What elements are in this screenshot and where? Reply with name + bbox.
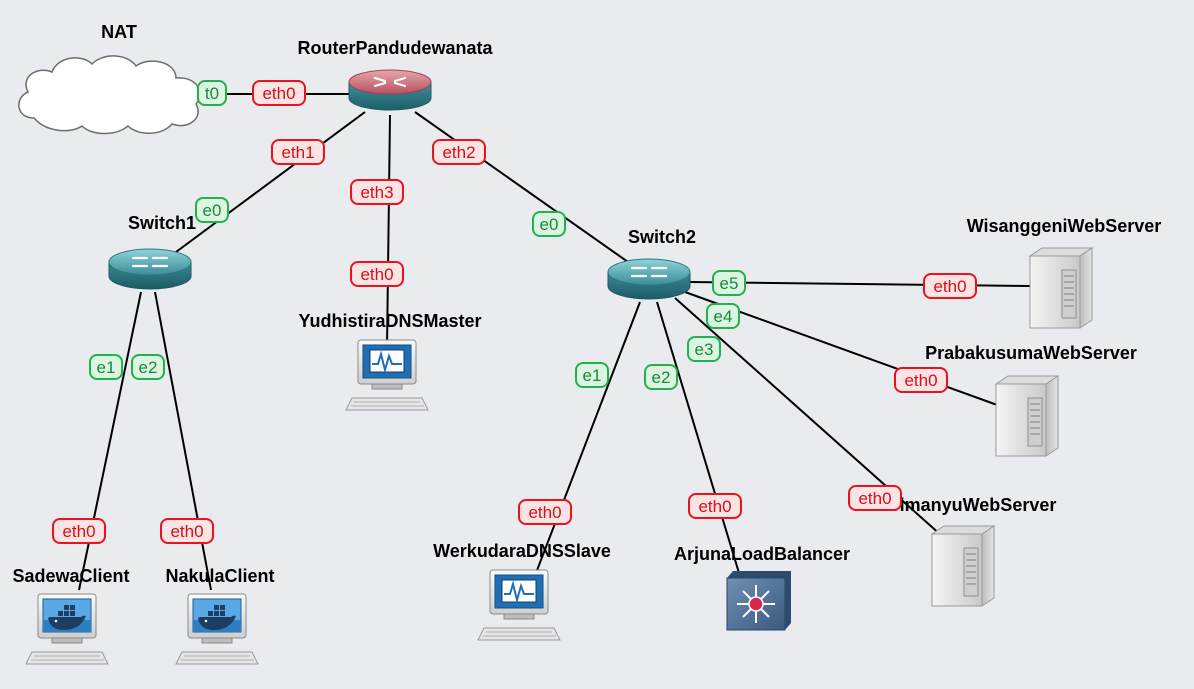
port-text: e4 <box>714 307 733 326</box>
load-balancer-icon <box>726 571 791 631</box>
port-label-router-eth2: eth2 <box>432 139 486 165</box>
port-label-switch2-e5: e5 <box>712 270 746 296</box>
node-werkudara[interactable]: WerkudaraDNSSlave <box>433 541 611 641</box>
server-icon <box>931 525 995 607</box>
port-text: t0 <box>205 84 219 103</box>
link-router-switch1 <box>175 111 366 253</box>
node-label-prabakusuma: PrabakusumaWebServer <box>925 343 1137 363</box>
port-label-router-eth1: eth1 <box>271 139 325 165</box>
link-router-switch2 <box>414 111 629 263</box>
node-abimanyu[interactable]: AbimanyuWebServer <box>876 495 1057 607</box>
link-switch1-nakula <box>154 291 212 591</box>
port-label-abimanyu-eth0: eth0 <box>848 485 902 511</box>
node-label-switch1: Switch1 <box>128 213 196 233</box>
port-label-arjuna-eth0: eth0 <box>688 493 742 519</box>
port-text: e5 <box>720 274 739 293</box>
node-label-arjuna: ArjunaLoadBalancer <box>674 544 850 564</box>
port-text: e1 <box>97 358 116 377</box>
node-wisanggeni[interactable]: WisanggeniWebServer <box>967 216 1162 329</box>
port-label-router-eth3: eth3 <box>350 179 404 205</box>
port-label-switch2-e4: e4 <box>706 303 740 329</box>
port-text: e0 <box>203 201 222 220</box>
node-arjuna[interactable]: ArjunaLoadBalancer <box>674 544 850 631</box>
port-text: eth1 <box>281 143 314 162</box>
port-text: e1 <box>583 366 602 385</box>
link-router-yudhistira <box>386 114 391 349</box>
link-switch2-arjuna <box>656 301 740 574</box>
port-label-wisanggeni-eth0: eth0 <box>923 273 977 299</box>
port-text: eth2 <box>442 143 475 162</box>
port-label-nakula-eth0: eth0 <box>160 518 214 544</box>
port-text: eth0 <box>62 522 95 541</box>
port-label-prabakusuma-eth0: eth0 <box>894 367 948 393</box>
server-icon <box>995 375 1059 457</box>
node-label-switch2: Switch2 <box>628 227 696 247</box>
port-label-switch2-e1: e1 <box>575 362 609 388</box>
port-label-werkudara-eth0: eth0 <box>518 499 572 525</box>
node-label-nakula: NakulaClient <box>165 566 274 586</box>
port-text: eth0 <box>698 497 731 516</box>
node-label-router: RouterPandudewanata <box>297 38 493 58</box>
port-text: eth0 <box>170 522 203 541</box>
port-label-sadewa-eth0: eth0 <box>52 518 106 544</box>
port-label-router-eth0: eth0 <box>252 80 306 106</box>
port-text: eth0 <box>858 489 891 508</box>
port-label-switch1-e0: e0 <box>195 197 229 223</box>
node-label-sadewa: SadewaClient <box>12 566 129 586</box>
vpcs-computer-icon <box>477 569 561 641</box>
node-label-yudhistira: YudhistiraDNSMaster <box>298 311 481 331</box>
port-text: e2 <box>652 368 671 387</box>
node-nakula[interactable]: NakulaClient <box>165 566 275 665</box>
port-label-yudhistira-eth0: eth0 <box>350 261 404 287</box>
port-text: eth0 <box>933 277 966 296</box>
port-label-switch2-e3: e3 <box>687 336 721 362</box>
port-text: eth0 <box>360 265 393 284</box>
node-sadewa[interactable]: SadewaClient <box>12 566 130 665</box>
link-switch2-werkudara <box>535 301 641 574</box>
node-label-wisanggeni: WisanggeniWebServer <box>967 216 1162 236</box>
port-label-switch2-e2: e2 <box>644 364 678 390</box>
node-label-abimanyu: AbimanyuWebServer <box>876 495 1057 515</box>
node-label-werkudara: WerkudaraDNSSlave <box>433 541 611 561</box>
port-text: e3 <box>695 340 714 359</box>
node-switch2[interactable]: Switch2 <box>606 227 696 301</box>
switch-icon <box>606 257 692 301</box>
port-label-switch1-e1: e1 <box>89 354 123 380</box>
port-label-switch1-e2: e2 <box>131 354 165 380</box>
node-prabakusuma[interactable]: PrabakusumaWebServer <box>925 343 1137 457</box>
server-icon <box>1029 247 1093 329</box>
node-yudhistira[interactable]: YudhistiraDNSMaster <box>298 311 482 411</box>
vpcs-computer-icon <box>345 339 429 411</box>
port-label-nat-eth0: t0 <box>197 80 227 106</box>
node-switch1[interactable]: Switch1 <box>107 213 196 291</box>
port-text: eth0 <box>904 371 937 390</box>
docker-computer-icon <box>175 593 259 665</box>
node-label-nat: NAT <box>101 22 137 42</box>
link-switch1-sadewa <box>78 291 142 591</box>
docker-computer-icon <box>25 593 109 665</box>
port-label-switch2-e0: e0 <box>532 211 566 237</box>
switch-icon <box>107 247 193 291</box>
port-text: e2 <box>139 358 158 377</box>
port-text: e0 <box>540 215 559 234</box>
cloud-icon <box>18 55 201 135</box>
port-text: eth3 <box>360 183 393 202</box>
router-icon <box>347 68 433 112</box>
port-text: eth0 <box>528 503 561 522</box>
node-nat[interactable]: NAT <box>18 22 201 135</box>
node-router[interactable]: RouterPandudewanata <box>297 38 494 112</box>
port-text: eth0 <box>262 84 295 103</box>
